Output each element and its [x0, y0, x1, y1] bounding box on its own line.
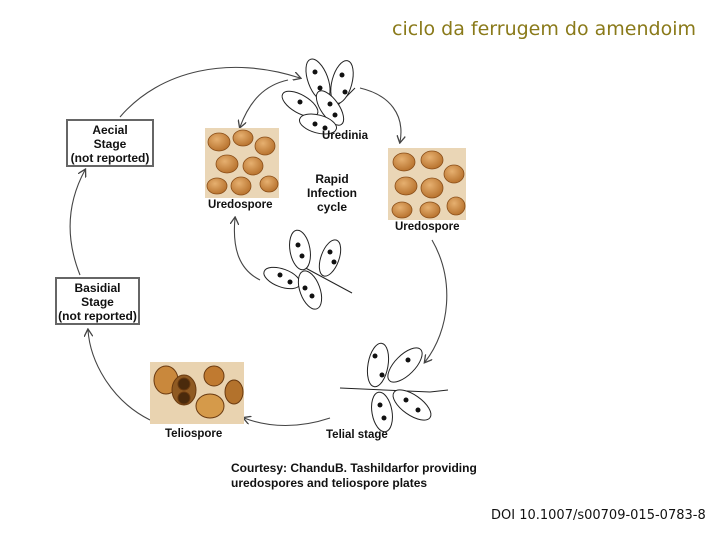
basidial-line-2: Stage: [57, 295, 138, 309]
courtesy-note: Courtesy: ChanduB. Tashildarfor providin…: [231, 461, 477, 491]
aecial-line-1: Aecial: [68, 123, 152, 137]
rapid-infection-cycle-label: Rapid Infection cycle: [302, 172, 362, 214]
aecial-line-3: (not reported): [68, 151, 152, 165]
arrow-basidial-to-aecial: [70, 170, 85, 275]
arrow-telial-to-teliospore: [244, 418, 330, 426]
aecial-line-2: Stage: [68, 137, 152, 151]
teliospore-photo: [150, 362, 244, 424]
courtesy-line-2: uredospores and teliospore plates: [231, 476, 477, 491]
courtesy-line-1: Courtesy: ChanduB. Tashildarfor providin…: [231, 461, 477, 476]
basidial-stage-box: Basidial Stage (not reported): [55, 277, 140, 325]
arrow-inner-top: [240, 80, 288, 127]
center-leaves: [261, 229, 352, 313]
basidial-line-3: (not reported): [57, 309, 138, 323]
arrow-uredospore-to-telial: [425, 240, 447, 362]
basidial-line-1: Basidial: [57, 281, 138, 295]
uredospore-photo-right: [388, 148, 466, 220]
uredinia-leaves: [278, 56, 357, 138]
center-line-3: cycle: [302, 200, 362, 214]
telial-leaves: [340, 342, 448, 434]
aecial-stage-box: Aecial Stage (not reported): [66, 119, 154, 167]
center-line-2: Infection: [302, 186, 362, 200]
teliospore-label: Teliospore: [165, 428, 222, 440]
center-line-1: Rapid: [302, 172, 362, 186]
doi-reference: DOI 10.1007/s00709-015-0783-8: [491, 508, 706, 523]
uredospore-left-label: Uredospore: [208, 199, 273, 211]
uredospore-right-label: Uredospore: [395, 221, 460, 233]
arrow-inner-left: [234, 218, 260, 280]
uredinia-label: Uredinia: [322, 130, 368, 142]
arrow-aecial-to-uredinia: [120, 67, 300, 117]
telial-stage-label: Telial stage: [326, 429, 388, 441]
uredospore-photo-left: [205, 128, 279, 198]
arrow-teliospore-to-basidial: [88, 330, 150, 420]
